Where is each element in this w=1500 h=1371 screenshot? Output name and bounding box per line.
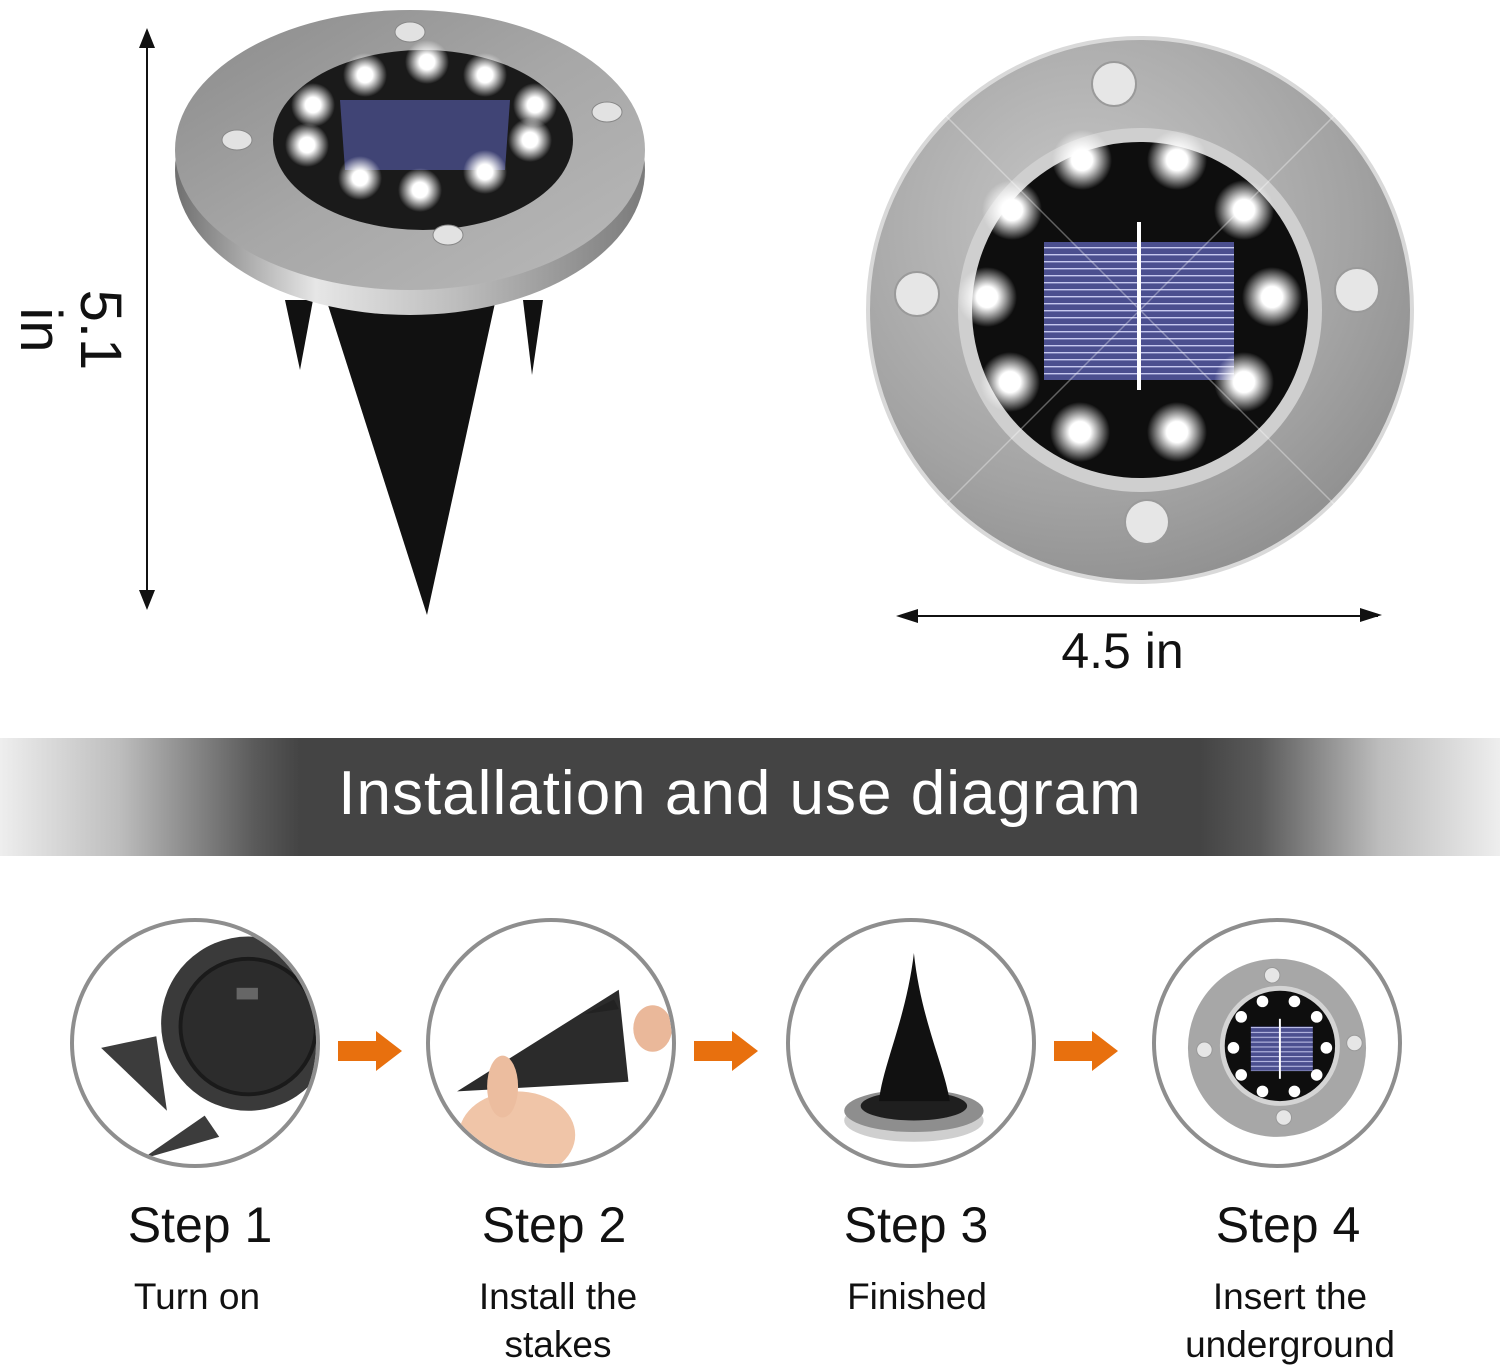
step-1-description: Turn on	[47, 1273, 347, 1321]
step-3-description: Finished	[767, 1273, 1067, 1321]
arrow-down-icon	[139, 590, 155, 610]
arrow-right-icon	[694, 1031, 758, 1071]
step-2-image	[426, 918, 676, 1168]
step-4-description-line: underground	[1185, 1324, 1395, 1365]
banner-title: Installation and use diagram	[338, 759, 1142, 828]
step-3-title: Step 3	[843, 1197, 989, 1253]
product-angled-view	[175, 10, 645, 615]
step-2-description-line: stakes	[504, 1324, 612, 1365]
step-2-description: Install the stakes	[408, 1273, 708, 1369]
height-dimension-line	[146, 32, 148, 606]
arrow-right-icon	[338, 1031, 402, 1071]
step-3-image	[786, 918, 1036, 1168]
step-2-title: Step 2	[481, 1197, 627, 1253]
width-dimension-line	[900, 615, 1378, 617]
height-label: 5.1 in	[8, 289, 133, 371]
width-label: 4.5 in	[1061, 623, 1184, 679]
step-1-description-line: Turn on	[133, 1276, 261, 1317]
step-4-image	[1152, 918, 1402, 1168]
installation-banner: Installation and use diagram	[0, 738, 1500, 856]
step-4-description-line: Insert the	[1212, 1276, 1368, 1317]
step-1-title: Step 1	[127, 1197, 273, 1253]
step-3-description-line: Finished	[847, 1276, 987, 1317]
product-top-view	[866, 36, 1414, 584]
arrow-left-icon	[896, 609, 918, 623]
arrow-right-icon	[1054, 1031, 1118, 1071]
arrow-up-icon	[139, 28, 155, 48]
step-1-image	[70, 918, 320, 1168]
step-4-title: Step 4	[1215, 1197, 1361, 1253]
step-2-description-line: Install the	[478, 1276, 638, 1317]
step-4-description: Insert the underground	[1140, 1273, 1440, 1369]
arrow-right-icon	[1360, 608, 1382, 622]
